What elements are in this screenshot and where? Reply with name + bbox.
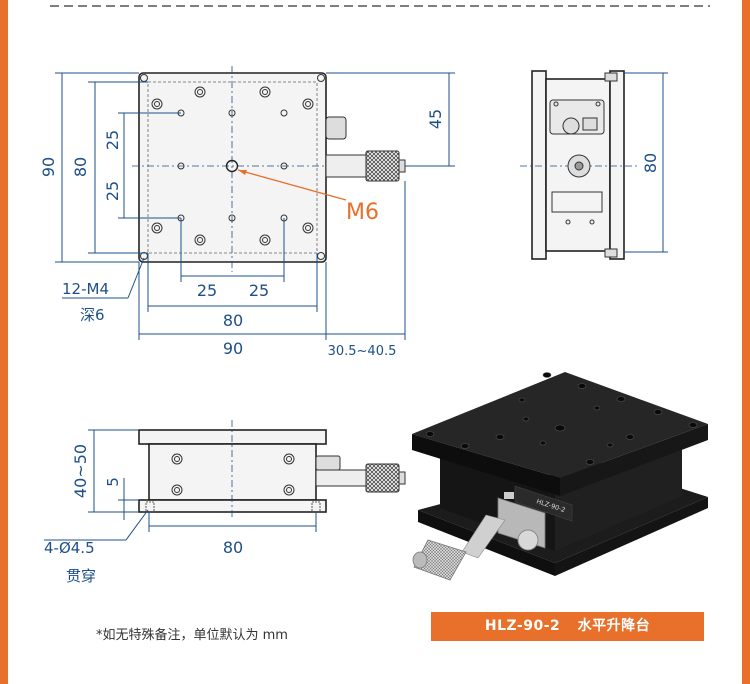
dim-25-lower: 25 bbox=[103, 181, 122, 201]
hole-leader-line bbox=[125, 509, 149, 541]
top-view: M6 90 80 25 25 45 25 25 80 bbox=[39, 66, 455, 359]
front-lock-knob bbox=[315, 455, 341, 471]
dim-90-vertical: 90 bbox=[39, 157, 58, 177]
front-micrometer-thimble bbox=[365, 463, 400, 493]
dim-25-bottom-right: 25 bbox=[249, 281, 269, 300]
product-model: HLZ-90-2 bbox=[484, 618, 561, 634]
side-view: 80 bbox=[520, 70, 668, 260]
front-base-plate bbox=[138, 499, 327, 513]
side-dim-80: 80 bbox=[641, 153, 660, 173]
unit-note: *如无特殊备注，单位默认为 mm bbox=[96, 628, 288, 643]
dim-25-upper: 25 bbox=[103, 130, 122, 150]
top-micrometer-thimble bbox=[365, 150, 400, 182]
m4-depth: 深6 bbox=[80, 306, 105, 324]
top-plate-outline bbox=[138, 72, 327, 263]
product-name: 水平升降台 bbox=[577, 618, 651, 634]
product-banner: HLZ-90-2 水平升降台 bbox=[431, 612, 704, 641]
dim-travel: 30.5~40.5 bbox=[328, 344, 397, 359]
top-m4-holes bbox=[177, 109, 288, 222]
front-dim-80: 80 bbox=[223, 538, 243, 557]
side-right-flange bbox=[609, 70, 625, 260]
top-micrometer-cap bbox=[398, 159, 406, 173]
frame-left-border bbox=[0, 0, 8, 684]
side-left-flange bbox=[531, 70, 547, 260]
dim-80-vertical: 80 bbox=[71, 157, 90, 177]
render-lock-knob bbox=[517, 529, 539, 551]
hole-callout: 4-Ø4.5 bbox=[44, 539, 95, 557]
m6-leader-line bbox=[237, 169, 347, 201]
dim-90-horizontal: 90 bbox=[223, 339, 243, 358]
corner-hole-tr bbox=[317, 74, 325, 82]
front-dim-5: 5 bbox=[104, 477, 122, 487]
m6-leader-arrow bbox=[238, 170, 247, 175]
frame-right-border bbox=[742, 0, 750, 684]
front-top-plate bbox=[138, 429, 327, 445]
front-micrometer-sleeve bbox=[315, 469, 367, 487]
hole-type: 贯穿 bbox=[66, 567, 96, 585]
center-m6-hole bbox=[225, 159, 239, 173]
side-lock-knob bbox=[562, 117, 580, 135]
top-counterbore-holes bbox=[151, 86, 314, 246]
render-plate-holes bbox=[425, 372, 698, 465]
top-lock-knob bbox=[325, 116, 347, 140]
render-body-right bbox=[555, 440, 682, 551]
dim-45: 45 bbox=[426, 109, 445, 129]
m4-callout: 12-M4 bbox=[62, 280, 109, 298]
product-render: HLZ-90-2 bbox=[412, 372, 708, 581]
m4-leader-line bbox=[127, 257, 145, 299]
front-dim-height: 40~50 bbox=[71, 444, 90, 498]
top-micrometer-sleeve bbox=[325, 154, 367, 178]
dim-80-horizontal: 80 bbox=[223, 311, 243, 330]
m6-label: M6 bbox=[346, 200, 379, 225]
dim-25-bottom-left: 25 bbox=[197, 281, 217, 300]
front-view: 40~50 5 80 4-Ø4.5 贯穿 bbox=[44, 420, 406, 585]
